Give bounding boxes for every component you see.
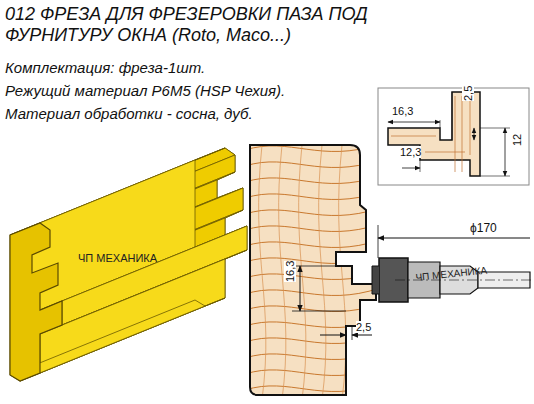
spec-line: Режущий материал Р6М5 (HSP Чехия). [5, 83, 285, 100]
wood-section [245, 144, 380, 400]
cutter [372, 225, 532, 302]
watermark: ЧП МЕХАНИКА [78, 252, 157, 264]
spec-line: Комплектация: фреза-1шт. [5, 60, 205, 77]
spec-line: Материал обработки - сосна, дуб. [5, 106, 253, 123]
inset-detail [378, 88, 529, 185]
dimension: 2,5 [462, 86, 474, 101]
dimension: 16,3 [392, 105, 413, 117]
title: 012 ФРЕЗА ДЛЯ ФРЕЗЕРОВКИ ПАЗА ПОД ФУРНИТ… [5, 4, 435, 45]
dimension: 12,3 [400, 146, 421, 158]
dimension: 12 [511, 134, 523, 146]
dimension: ϕ170 [470, 222, 497, 235]
dimension: 2,5 [356, 321, 371, 333]
profile-3d [10, 148, 247, 381]
dimension: 16,3 [284, 261, 296, 282]
